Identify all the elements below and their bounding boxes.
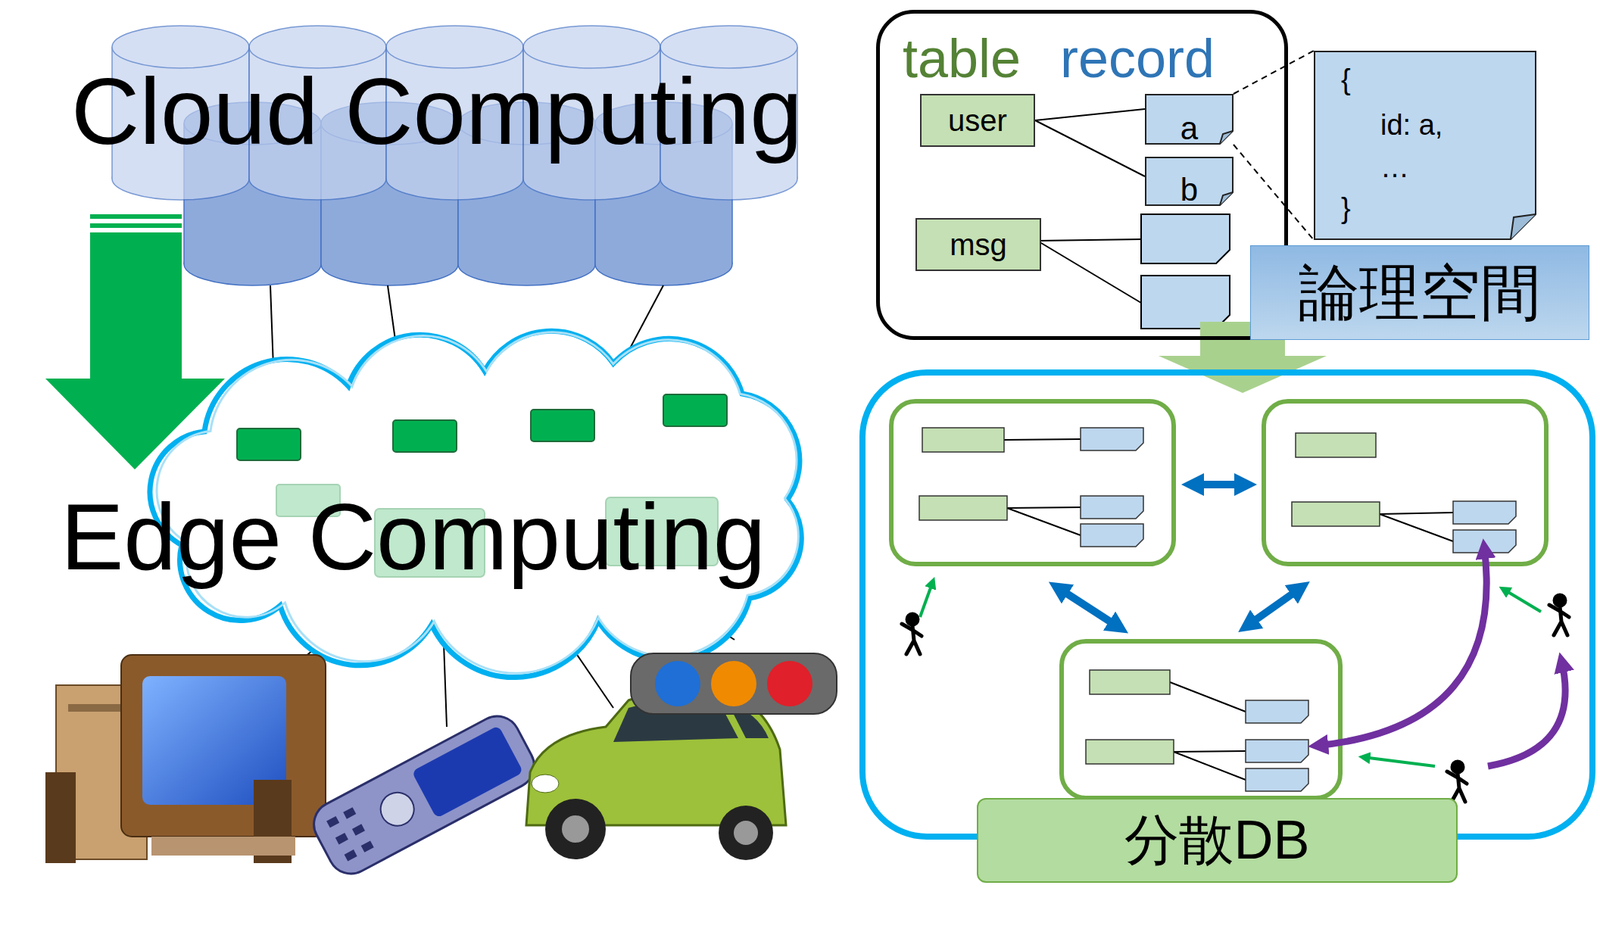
users (901, 595, 1569, 802)
node-text: { (1341, 64, 1351, 97)
node-text: … (1380, 152, 1410, 185)
node-text: msg (949, 227, 1008, 262)
mobile-phone (305, 707, 543, 882)
blank-records (1037, 214, 1230, 329)
node-text: 分散DB (1124, 810, 1310, 871)
migration-arrows (1316, 546, 1566, 767)
db-cluster (862, 372, 1593, 837)
desktop-pc (45, 654, 326, 864)
node-text: a (1180, 112, 1198, 145)
record-doc: a (1144, 93, 1234, 145)
connector (1035, 120, 1145, 177)
traffic-light (630, 653, 837, 715)
heading-label: Cloud Computing (71, 59, 803, 164)
table-box: msg (915, 218, 1042, 272)
connector (1233, 144, 1314, 241)
client-access (920, 581, 1541, 767)
car (526, 690, 786, 861)
connector (1035, 109, 1145, 121)
heading-label: Edge Computing (60, 484, 766, 590)
connector (1233, 50, 1314, 94)
node-text: b (1180, 174, 1198, 206)
node-text: } (1341, 193, 1351, 225)
node-text: 論理空間 (1298, 259, 1541, 327)
logical-space-panel: table record user msg ab (876, 9, 1289, 340)
node-text: record (1060, 28, 1215, 89)
table-box: 分散DB (976, 798, 1458, 883)
table-box: user (920, 93, 1036, 147)
db-nodes (891, 401, 1547, 799)
node-text: user (948, 103, 1008, 138)
record-doc: b (1144, 156, 1234, 206)
node-text: table (902, 28, 1021, 89)
table-box: 論理空間 (1250, 245, 1590, 340)
record-doc: { id: a, …} (1313, 50, 1537, 241)
replication-arrows (1056, 484, 1303, 629)
node-text: id: a, (1380, 109, 1443, 142)
